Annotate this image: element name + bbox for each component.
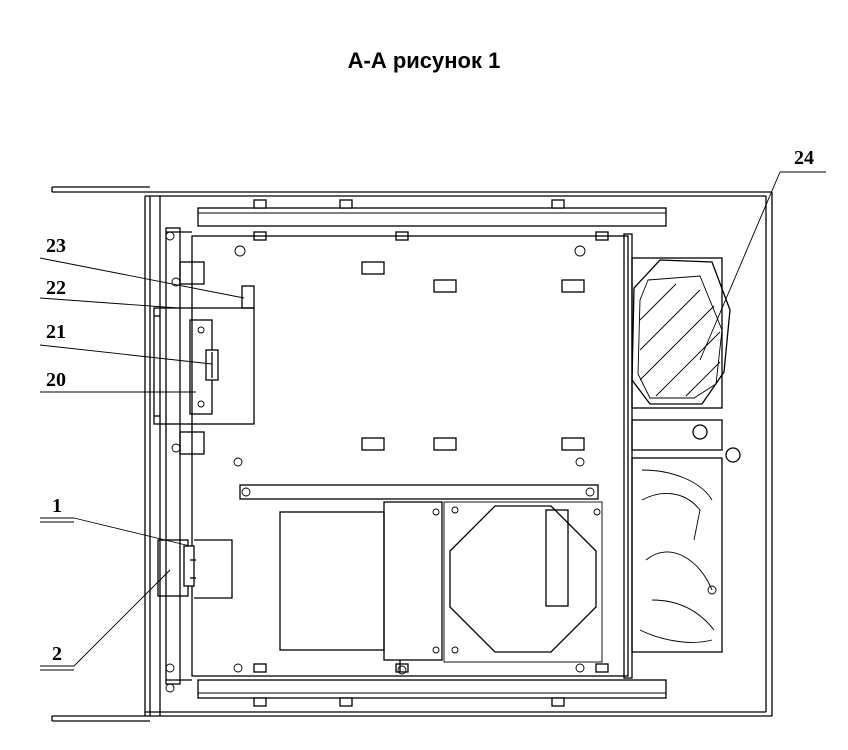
callout-22: 22 [46, 277, 66, 299]
right-fan-lower [631, 457, 723, 653]
switch-assembly [157, 539, 233, 599]
enclosure [51, 186, 773, 722]
callout-21: 21 [46, 321, 66, 343]
callout-24: 24 [794, 147, 814, 169]
transformer [279, 501, 459, 672]
callout-2: 2 [52, 643, 62, 665]
bottom-rail [197, 663, 667, 707]
leader-lines [39, 171, 826, 671]
drawing-title: А-А рисунок 1 [347, 48, 501, 73]
octagon-fan [443, 501, 603, 663]
right-fan-upper [631, 257, 731, 409]
callout-23: 23 [46, 235, 66, 257]
callout-20: 20 [46, 369, 66, 391]
terminal-block [153, 285, 255, 425]
cross-bar [239, 484, 599, 500]
top-rail [197, 199, 667, 241]
chassis-plate [165, 227, 633, 693]
right-bracket [631, 419, 741, 463]
callout-1: 1 [52, 495, 62, 517]
